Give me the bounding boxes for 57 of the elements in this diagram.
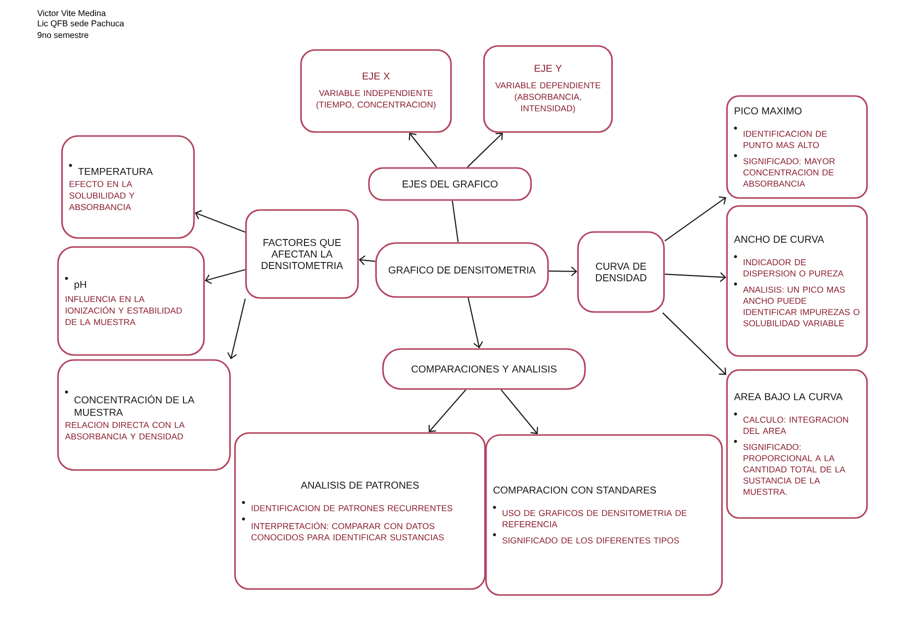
arrow: [500, 389, 538, 434]
concept-box: [483, 45, 613, 133]
body-text: SIGNIFICADO: PROPORCIONAL A LA CANTIDAD TOTAL DE LA SUSTANCIA DE LA MUESTRA.: [743, 444, 846, 495]
arrow: [428, 389, 466, 432]
heading-text: ANALISIS DE PATRONES: [300, 482, 419, 489]
concept-box: EJES DEL GRAFICO: [368, 167, 532, 201]
concept-box: [61, 135, 195, 239]
concept-box: [726, 205, 868, 357]
concept-box: [485, 434, 723, 596]
concept-box: [57, 246, 205, 356]
arrow: [204, 269, 246, 284]
arrow: [194, 210, 246, 233]
header-text: Victor Vite Medina: [37, 10, 106, 16]
concept-box: [57, 359, 231, 471]
body-text: SIGNIFICADO DE LOS DIFERENTES TIPOS: [502, 537, 679, 544]
arrow: [227, 298, 246, 360]
concept-box: FACTORES QUE AFECTAN LA DENSITOMETRIA: [245, 209, 359, 299]
concept-box: [234, 432, 486, 590]
connector-line: [452, 200, 459, 242]
body-text: VARIABLE INDEPENDIENTE (TIEMPO, CONCENTRACION): [316, 90, 436, 110]
concept-box: CURVA DE DENSIDAD: [577, 231, 665, 313]
heading-text: EJE X: [362, 72, 390, 80]
body-text: EFECTO EN LA SOLUBILIDAD Y ABSORBANCIA: [69, 181, 134, 210]
body-text: INTERPRETACIÓN: COMPARAR CON DATOS CONOCIDOS PARA IDENTIFICAR SUSTANCIAS: [251, 522, 444, 540]
body-text: IDENTIFICACION DE PUNTO MAS ALTO: [744, 130, 827, 148]
heading-text: TEMPERATURA: [78, 168, 153, 175]
heading-text: EJE Y: [534, 64, 562, 72]
arrow: [468, 298, 483, 348]
arrow: [408, 132, 438, 168]
concept-box: COMPARACIONES Y ANALISIS: [382, 348, 586, 390]
concept-box: [300, 49, 452, 133]
concept-box: [726, 369, 868, 519]
arrow: [664, 272, 726, 282]
body-text: IDENTIFICACION DE PATRONES RECURRENTES: [252, 505, 452, 512]
concept-box: GRAFICO DE DENSITOMETRIA: [375, 242, 549, 298]
body-text: ANALISIS: UN PICO MAS ANCHO PUEDE IDENTIFICAR IMPUREZAS O SOLUBILIDAD VARIABLE: [743, 286, 860, 326]
heading-text: AREA BAJO LA CURVA: [734, 393, 843, 400]
body-text: INDICADOR DE DISPERSION O PUREZA: [744, 259, 844, 276]
body-text: RELACION DIRECTA CON LA ABSORBANCIA Y DENSIDAD: [65, 422, 185, 440]
header-text: 9no semestre: [38, 32, 88, 38]
arrow: [466, 132, 503, 168]
heading-text: COMPARACION CON STANDARES: [494, 486, 656, 494]
arrow: [662, 312, 726, 375]
body-text: VARIABLE DEPENDIENTE (ABSORBANCIA, INTENSIDAD): [495, 82, 600, 114]
heading-text: PICO MAXIMO: [734, 107, 802, 114]
body-text: SIGNIFICADO: MAYOR CONCENTRACION DE ABSORBANCIA: [743, 158, 835, 187]
header-text: Lic QFB sede Pachuca: [38, 20, 124, 28]
body-text: CALCULO: INTEGRACION DEL AREA: [743, 416, 848, 434]
body-text: USO DE GRAFICOS DE DENSITOMETRIA DE REFERENCIA: [502, 510, 687, 528]
heading-text: pH: [74, 281, 86, 290]
body-text: INFLUENCIA EN LA IONIZACIÓN Y ESTABILIDAD DE LA MUESTRA: [66, 296, 182, 326]
concept-box: [726, 95, 868, 199]
arrow: [358, 255, 376, 266]
heading-text: ANCHO DE CURVA: [734, 236, 824, 243]
arrow: [548, 266, 578, 276]
arrow: [664, 196, 726, 242]
heading-text: CONCENTRACIÓN DE LA MUESTRA: [74, 394, 194, 416]
